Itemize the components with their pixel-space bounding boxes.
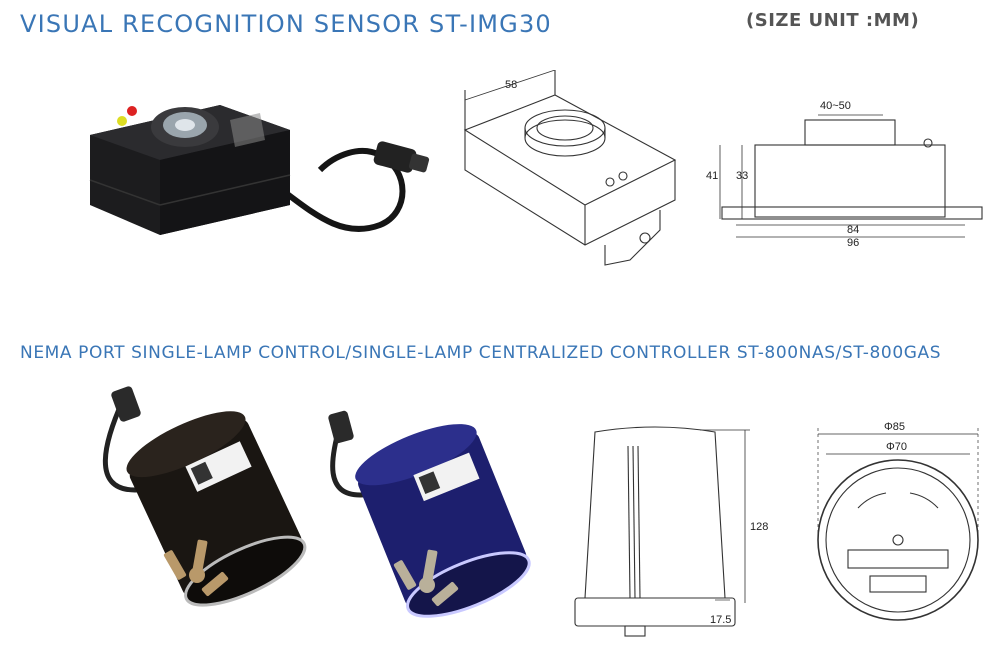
front-dim-height-total: 41 <box>706 170 718 182</box>
controller-side-drawing: 128 17.5 <box>574 426 768 637</box>
iso-dim-width: 58 <box>505 79 517 91</box>
section1-title: VISUAL RECOGNITION SENSOR ST-IMG30 <box>20 10 552 38</box>
side-dim-base: 17.5 <box>710 614 731 626</box>
sensor-photo <box>89 105 430 235</box>
controller-black-photo <box>102 386 307 607</box>
top-dim-outer: Φ85 <box>884 421 905 433</box>
section2-title: NEMA PORT SINGLE-LAMP CONTROL/SINGLE-LAM… <box>20 343 942 363</box>
sensor-front-drawing: 40~50 41 33 84 96 <box>706 100 983 249</box>
size-unit-label: (SIZE UNIT :MM) <box>746 10 920 31</box>
front-dim-height-body: 33 <box>736 170 748 182</box>
top-dim-inner: Φ70 <box>886 441 907 453</box>
sensor-iso-drawing: 58 <box>463 70 677 266</box>
front-dim-body-width: 84 <box>847 224 859 236</box>
controller-top-drawing: Φ85 Φ70 <box>817 421 979 621</box>
front-dim-lens: 40~50 <box>820 100 851 112</box>
side-dim-height: 128 <box>750 521 768 533</box>
controller-blue-photo <box>328 410 531 618</box>
front-dim-total-width: 96 <box>847 237 859 249</box>
